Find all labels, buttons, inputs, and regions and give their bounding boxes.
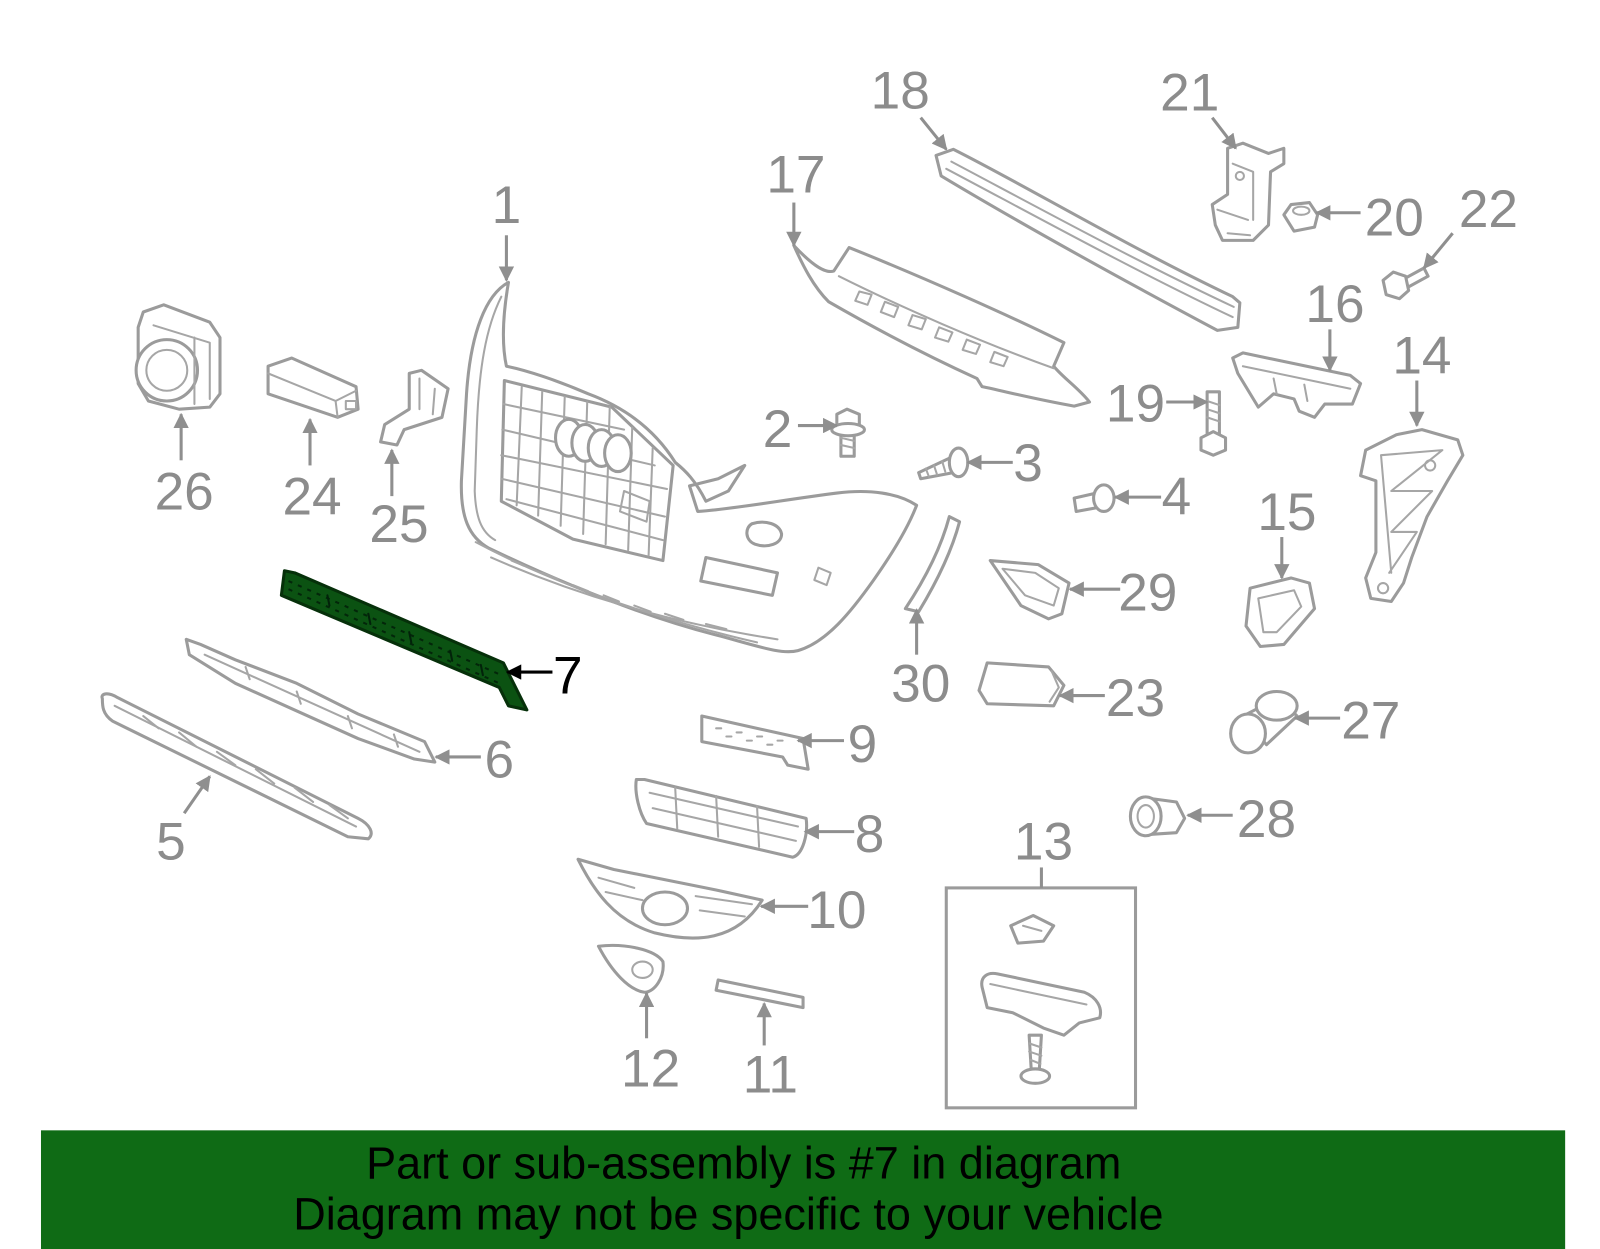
part-5-lower-trim [100,692,373,841]
info-banner: Part or sub-assembly is #7 in diagram Di… [40,1130,1566,1249]
part-14-side-bracket [1359,428,1465,604]
callout-20: 20 [1365,188,1424,247]
callout-14: 14 [1392,326,1451,385]
callout-10: 10 [807,881,866,940]
part-16-guide [1231,351,1363,419]
banner-line-2: Diagram may not be specific to your vehi… [293,1189,1163,1240]
callout-28: 28 [1237,790,1296,849]
callout-labels: 1 2 3 4 5 6 7 8 9 10 11 12 13 14 15 16 1… [155,61,1518,1104]
part-4-bolt [1072,483,1116,514]
part-30-molding-strip [903,515,962,614]
part-7-lower-grille-strip [279,569,529,712]
part-29-trim-cover [988,559,1071,621]
part-26-sensor [134,303,222,411]
callout-7: 7 [553,647,583,706]
callout-6: 6 [484,730,514,789]
part-25-bracket [379,368,450,447]
callout-26: 26 [155,462,214,521]
part-15-cover [1244,576,1317,649]
callout-11: 11 [743,1045,798,1104]
part-23-tow-hook-cap [977,661,1066,708]
callout-arrows [173,116,1454,1046]
callout-4: 4 [1162,468,1192,527]
part-10-fog-lamp-grille [576,857,764,940]
part-22-bolt [1381,266,1430,301]
banner-background [40,1130,1566,1249]
part-27-park-sensor [1229,689,1299,755]
callout-8: 8 [855,805,885,864]
callout-18: 18 [871,61,930,120]
callout-13: 13 [1014,812,1073,871]
part-9-license-plate-bracket [700,714,810,771]
part-1-bumper-cover [459,280,919,654]
callout-16: 16 [1305,275,1364,334]
callout-19: 19 [1106,374,1165,433]
banner-line-1: Part or sub-assembly is #7 in diagram [366,1137,1121,1188]
callout-25: 25 [369,495,428,554]
callout-27: 27 [1341,692,1400,751]
part-12-fog-lamp-ring [596,943,665,994]
part-19-bolt [1199,390,1228,457]
part-21-bracket [1210,141,1286,242]
callout-29: 29 [1118,564,1177,623]
callout-30: 30 [891,655,950,714]
callout-23: 23 [1106,669,1165,728]
part-28-retainer-ring [1128,795,1187,838]
part-13-bracket-kit [944,886,1138,1110]
callout-24: 24 [282,468,341,527]
callout-3: 3 [1013,434,1043,493]
part-3-screw [917,446,970,481]
callout-1: 1 [492,176,522,235]
part-11-molding [714,978,805,1010]
part-17-energy-absorber [792,243,1092,408]
part-24-control-module [266,356,360,419]
callout-9: 9 [848,715,878,774]
part-18-reinforcement-bar [934,147,1242,332]
part-8-lower-grille [634,777,809,859]
callout-5: 5 [156,812,186,871]
callout-21: 21 [1160,63,1219,122]
callout-12: 12 [621,1039,680,1098]
callout-15: 15 [1257,483,1316,542]
part-6-lower-strip [184,637,437,764]
callout-2: 2 [763,400,793,459]
part-20-nut [1282,201,1320,233]
part-2-bolt [830,407,866,458]
callout-22: 22 [1459,180,1518,239]
callout-17: 17 [766,145,825,204]
